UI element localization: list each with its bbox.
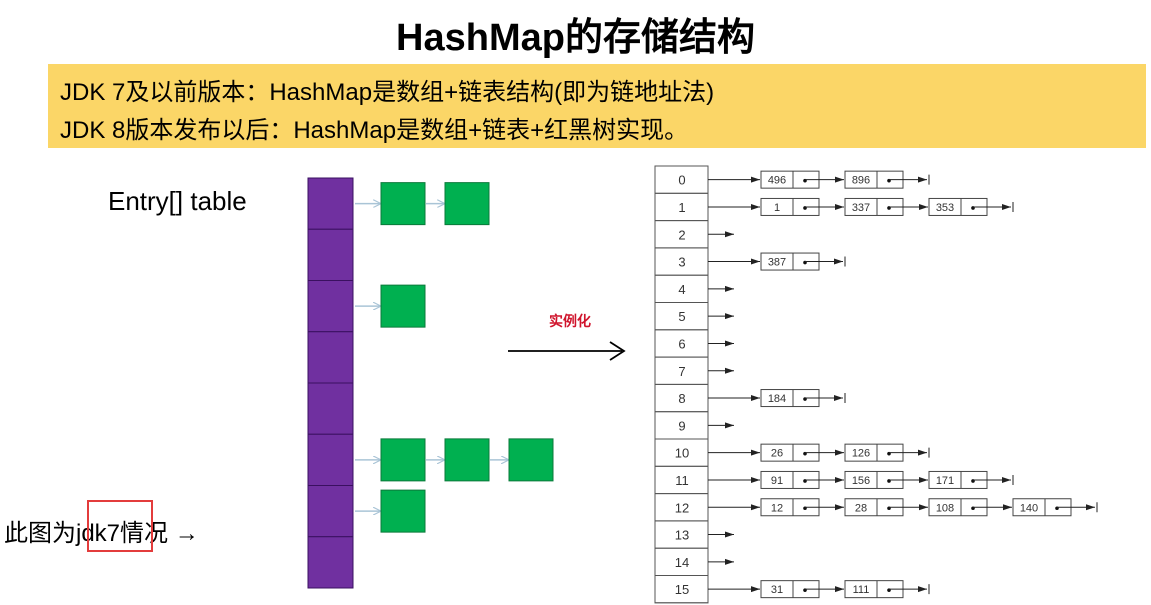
diagram-caption: 此图为jdk7情况 → bbox=[4, 520, 199, 547]
bucket-index-label: 12 bbox=[675, 500, 689, 515]
bucket-index-label: 3 bbox=[678, 255, 685, 270]
entry-node bbox=[380, 489, 426, 533]
list-node-value: 28 bbox=[855, 502, 867, 514]
jdk7-entry-array-diagram bbox=[307, 177, 554, 589]
list-node-value: 156 bbox=[852, 475, 870, 487]
bucket-index-label: 14 bbox=[675, 555, 689, 570]
bucket-index-label: 0 bbox=[678, 173, 685, 188]
entry-slot bbox=[307, 280, 354, 333]
list-node-value: 140 bbox=[1020, 502, 1038, 514]
bucket-index-label: 6 bbox=[678, 336, 685, 351]
bucket-index-label: 10 bbox=[675, 446, 689, 461]
list-node-value: 1 bbox=[774, 202, 780, 214]
bucket-index-label: 9 bbox=[678, 418, 685, 433]
instantiate-transition: 实例化 bbox=[508, 313, 626, 361]
entry-node bbox=[444, 182, 490, 226]
entry-table-label: Entry[] table bbox=[108, 186, 247, 216]
page-title: HashMap的存储结构 bbox=[396, 17, 755, 59]
list-node-value: 171 bbox=[936, 475, 954, 487]
instantiate-label: 实例化 bbox=[549, 313, 591, 329]
entry-node bbox=[380, 284, 426, 328]
list-node-value: 896 bbox=[852, 175, 870, 187]
list-node-value: 31 bbox=[771, 584, 783, 596]
highlight-box bbox=[87, 500, 153, 552]
entry-node bbox=[380, 182, 426, 226]
list-node-value: 108 bbox=[936, 502, 954, 514]
note-line-jdk7: JDK 7及以前版本：HashMap是数组+链表结构(即为链地址法) bbox=[60, 79, 715, 106]
note-line-jdk8: JDK 8版本发布以后：HashMap是数组+链表+红黑树实现。 bbox=[60, 117, 689, 144]
list-node-value: 387 bbox=[768, 257, 786, 269]
bucket-index-label: 13 bbox=[675, 528, 689, 543]
entry-slot bbox=[307, 228, 354, 281]
entry-slot bbox=[307, 382, 354, 435]
list-node-value: 26 bbox=[771, 448, 783, 460]
list-node-value: 496 bbox=[768, 175, 786, 187]
instantiate-arrow-head-icon bbox=[609, 341, 626, 361]
entry-node bbox=[380, 438, 426, 482]
bucket-index-label: 4 bbox=[678, 282, 685, 297]
list-node-value: 12 bbox=[771, 502, 783, 514]
list-node-value: 91 bbox=[771, 475, 783, 487]
entry-slot bbox=[307, 433, 354, 486]
entry-slot bbox=[307, 331, 354, 384]
entry-node bbox=[508, 438, 554, 482]
entry-slot bbox=[307, 177, 354, 230]
bucket-index-label: 1 bbox=[678, 200, 685, 215]
bucket-index-label: 5 bbox=[678, 309, 685, 324]
bucket-index-label: 8 bbox=[678, 391, 685, 406]
entry-slot bbox=[307, 536, 354, 589]
bucket-index-label: 7 bbox=[678, 364, 685, 379]
version-note: JDK 7及以前版本：HashMap是数组+链表结构(即为链地址法) JDK 8… bbox=[48, 64, 1146, 148]
entry-slot bbox=[307, 485, 354, 538]
entry-node bbox=[444, 438, 490, 482]
list-node-value: 111 bbox=[853, 584, 870, 596]
bucket-index-label: 15 bbox=[675, 582, 689, 597]
list-node-value: 126 bbox=[852, 448, 870, 460]
list-node-value: 184 bbox=[768, 393, 786, 405]
list-node-value: 337 bbox=[852, 202, 870, 214]
list-node-value: 353 bbox=[936, 202, 954, 214]
bucket-index-label: 11 bbox=[675, 473, 689, 488]
bucket-index-label: 2 bbox=[678, 227, 685, 242]
